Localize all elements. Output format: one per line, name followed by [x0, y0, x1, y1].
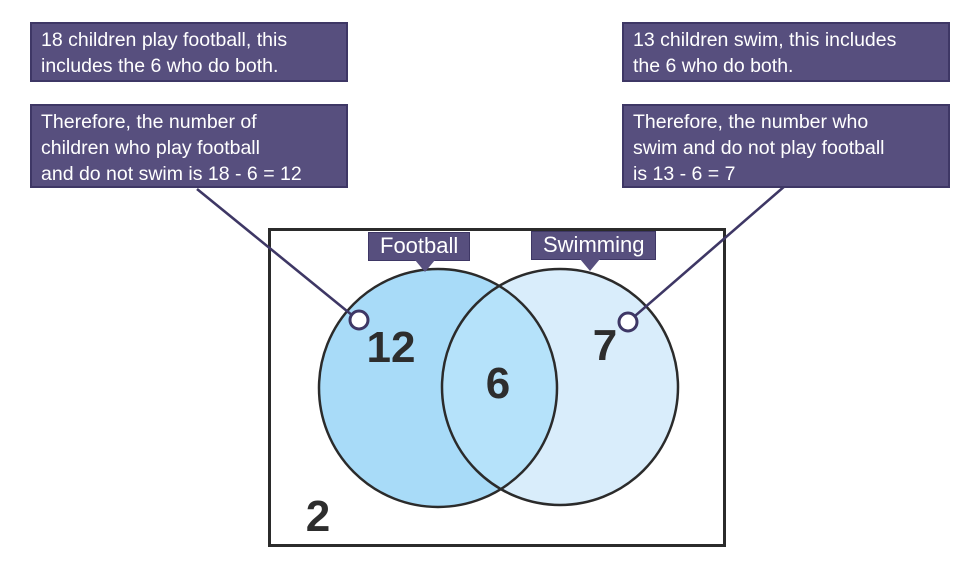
swimming-set-label: Swimming: [531, 231, 657, 271]
outside-count: 2: [306, 492, 330, 541]
callout-text-line: children who play football: [41, 137, 260, 159]
overlap-region: [442, 269, 557, 505]
swimming-only-count: 7: [593, 321, 617, 370]
callout-text-line: Therefore, the number who: [633, 111, 869, 133]
callout-swim-calculation: Therefore, the number who swim and do no…: [622, 104, 950, 188]
callout-football-total: 18 children play football, this includes…: [30, 22, 348, 82]
callout-football-calculation: Therefore, the number of children who pl…: [30, 104, 348, 188]
callout-text-line: 18 children play football, this: [41, 29, 288, 51]
callout-text-line: the 6 who do both.: [633, 55, 794, 77]
callout-text-line: 13 children swim, this includes: [633, 29, 897, 51]
connector-line-swimming: [627, 184, 787, 323]
football-only-count: 12: [367, 323, 416, 372]
callout-swim-total: 13 children swim, this includes the 6 wh…: [622, 22, 950, 82]
connector-dot-swimming: [617, 311, 639, 333]
football-set-label-text: Football: [380, 233, 459, 258]
callout-text-line: swim and do not play football: [633, 137, 885, 159]
football-label-pointer-icon: [415, 260, 436, 272]
football-circle-outline: [317, 267, 559, 509]
callout-text-line: includes the 6 who do both.: [41, 55, 279, 77]
swimming-circle-outline: [440, 267, 680, 507]
connector-dot-football: [348, 309, 370, 331]
swimming-label-pointer-icon: [580, 259, 601, 271]
callout-text-line: Therefore, the number of: [41, 111, 257, 133]
swimming-set-label-text: Swimming: [543, 232, 645, 257]
callout-text-line: is 13 - 6 = 7: [633, 163, 736, 185]
callout-text-line: and do not swim is 18 - 6 = 12: [41, 163, 302, 185]
overlap-count: 6: [486, 359, 510, 408]
connector-line-football: [196, 187, 359, 322]
football-set-label: Football: [368, 232, 471, 272]
